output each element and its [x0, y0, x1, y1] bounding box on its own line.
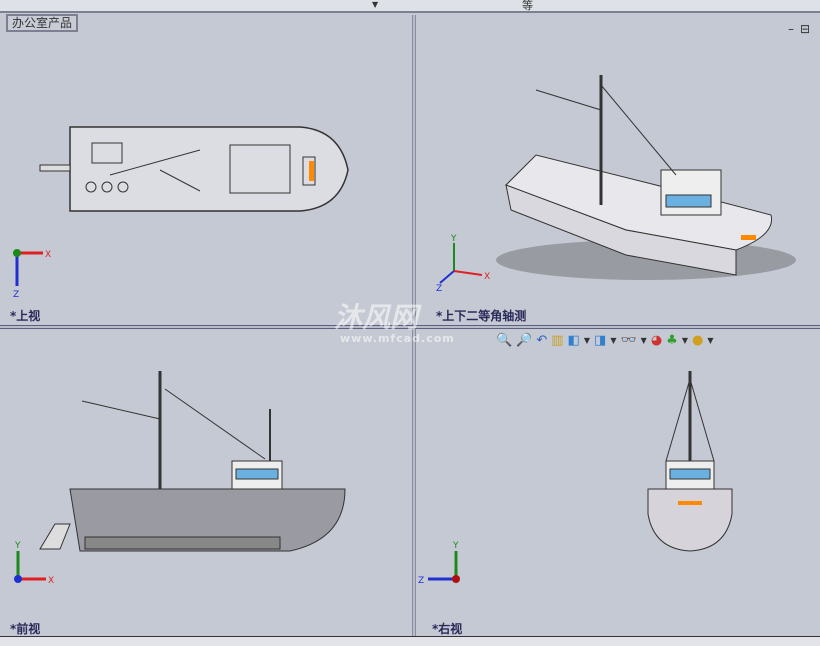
- axis-z-label: Z: [13, 290, 19, 300]
- boat-right-view: [647, 371, 733, 552]
- view-settings-icon[interactable]: ●: [691, 333, 704, 348]
- viewport-top-view[interactable]: X Z *上视: [0, 15, 412, 326]
- hide-show-items-icon[interactable]: 👓: [620, 333, 637, 348]
- edit-appearance-icon[interactable]: ◕: [650, 333, 663, 348]
- status-bar: [0, 636, 820, 646]
- toolbar-symbol: 等: [522, 0, 533, 12]
- watermark-text: 沐风网: [334, 301, 419, 334]
- axis-z-label: Z: [436, 284, 442, 293]
- axis-triad: Y Z: [418, 541, 460, 586]
- axis-y-label: Y: [452, 541, 459, 551]
- axis-x-label: X: [484, 272, 490, 282]
- viewport-dimetric-view[interactable]: Y X Z *上下二等角轴测: [416, 15, 820, 326]
- boat-top-view: [39, 126, 349, 212]
- document-tab[interactable]: 办公室产品: [6, 14, 79, 32]
- window-buttons: –⊟: [788, 22, 816, 36]
- viewport-label: *上下二等角轴测: [436, 309, 527, 323]
- display-style-icon[interactable]: ◨: [594, 333, 607, 348]
- zoom-to-area-icon[interactable]: 🔎: [516, 333, 533, 348]
- dropdown-arrow-icon[interactable]: ▼: [640, 336, 647, 345]
- axis-triad: X Z: [13, 249, 51, 300]
- axis-triad: Y X: [14, 541, 54, 586]
- top-toolbar: ▼ 等: [0, 0, 820, 13]
- view-orientation-icon[interactable]: ◧: [567, 333, 580, 348]
- heads-up-view-toolbar: 🔍 🔎 ↶ ▥ ◧▼ ◨▼ 👓▼ ◕ ♣▼ ●▼: [496, 333, 713, 348]
- dropdown-arrow-icon[interactable]: ▼: [707, 336, 714, 345]
- section-view-icon[interactable]: ▥: [551, 333, 564, 348]
- dropdown-arrow-icon[interactable]: ▼: [583, 336, 591, 345]
- axis-y-label: Y: [450, 234, 457, 244]
- dropdown-arrow-icon[interactable]: ▼: [681, 336, 688, 345]
- viewport-front-view[interactable]: Y X *前视: [0, 329, 412, 636]
- viewport-label: *右视: [432, 622, 463, 636]
- restore-button[interactable]: ⊟: [799, 22, 816, 36]
- apply-scene-icon[interactable]: ♣: [666, 333, 678, 348]
- boat-front-view: [39, 371, 346, 552]
- viewport-label: *前视: [10, 622, 41, 636]
- axis-x-label: X: [48, 576, 54, 586]
- dropdown-arrow-icon[interactable]: ▼: [372, 0, 379, 9]
- axis-x-label: X: [45, 250, 51, 260]
- watermark-url: www.mfcad.com: [340, 332, 455, 345]
- minimize-button[interactable]: –: [787, 22, 800, 36]
- axis-z-label: Z: [418, 576, 424, 586]
- previous-view-icon[interactable]: ↶: [536, 333, 548, 348]
- axis-triad: Y X Z: [436, 234, 490, 293]
- viewport-right-view[interactable]: Y Z *右视: [416, 329, 820, 636]
- viewport-splitter-horizontal[interactable]: [0, 325, 820, 329]
- axis-y-label: Y: [14, 541, 21, 551]
- boat-isometric-view: [496, 75, 796, 280]
- zoom-to-fit-icon[interactable]: 🔍: [496, 333, 513, 348]
- viewport-label: *上视: [10, 309, 41, 323]
- dropdown-arrow-icon[interactable]: ▼: [610, 336, 617, 345]
